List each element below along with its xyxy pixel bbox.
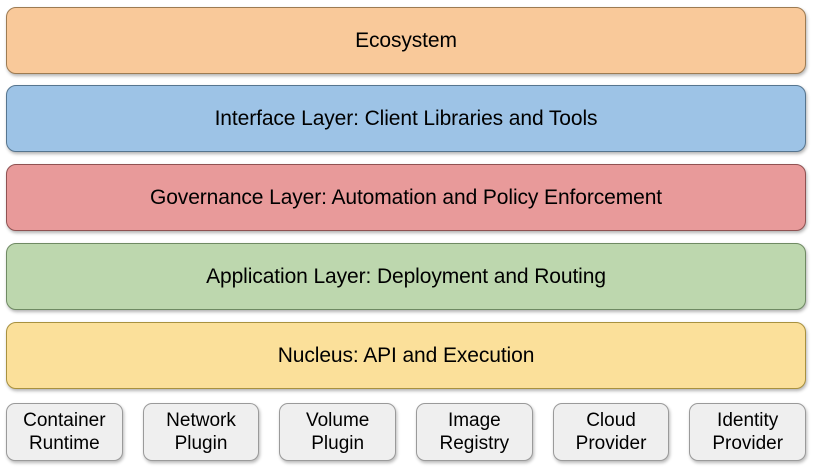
layer-band-governance[interactable]: Governance Layer: Automation and Policy … bbox=[6, 164, 806, 231]
layer-label-ecosystem: Ecosystem bbox=[355, 28, 457, 52]
layer-band-application[interactable]: Application Layer: Deployment and Routin… bbox=[6, 243, 806, 310]
layer-band-interface[interactable]: Interface Layer: Client Libraries and To… bbox=[6, 85, 806, 152]
component-label-cloud-provider: Cloud Provider bbox=[575, 410, 647, 454]
component-label-network-plugin: Network Plugin bbox=[166, 410, 236, 454]
component-box-network-plugin[interactable]: Network Plugin bbox=[142, 403, 260, 461]
component-row: Container Runtime Network Plugin Volume … bbox=[6, 403, 807, 461]
component-box-cloud-provider[interactable]: Cloud Provider bbox=[552, 403, 670, 461]
component-box-volume-plugin[interactable]: Volume Plugin bbox=[279, 403, 397, 461]
layer-band-nucleus[interactable]: Nucleus: API and Execution bbox=[6, 322, 806, 389]
component-label-volume-plugin: Volume Plugin bbox=[305, 410, 370, 454]
layer-label-governance: Governance Layer: Automation and Policy … bbox=[149, 185, 663, 209]
component-box-container-runtime[interactable]: Container Runtime bbox=[6, 403, 123, 461]
component-label-image-registry: Image Registry bbox=[439, 410, 510, 454]
layer-band-ecosystem[interactable]: Ecosystem bbox=[6, 7, 806, 74]
component-box-image-registry[interactable]: Image Registry bbox=[416, 403, 533, 461]
layer-label-application: Application Layer: Deployment and Routin… bbox=[206, 264, 606, 288]
component-box-identity-provider[interactable]: Identity Provider bbox=[689, 403, 807, 461]
component-label-identity-provider: Identity Provider bbox=[712, 410, 784, 454]
component-label-container-runtime: Container Runtime bbox=[23, 410, 106, 454]
layer-label-interface: Interface Layer: Client Libraries and To… bbox=[214, 106, 598, 130]
layer-label-nucleus: Nucleus: API and Execution bbox=[277, 343, 535, 367]
